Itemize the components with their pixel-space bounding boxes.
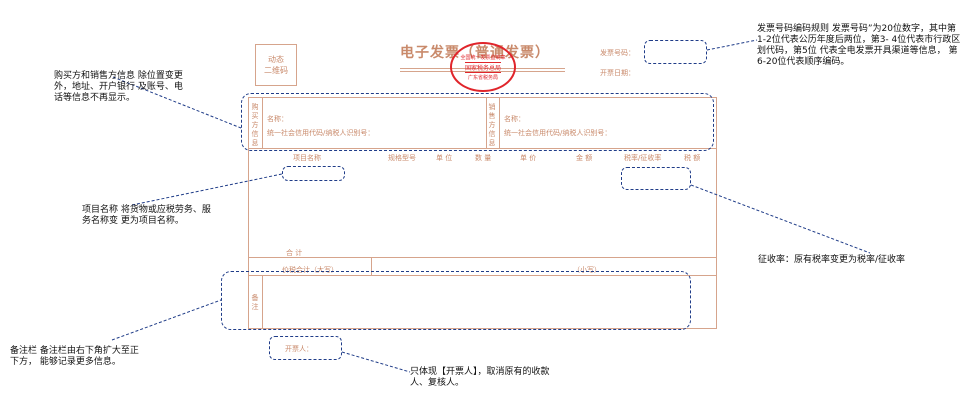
stamp-text-bottom: 广东省税务局 [467,74,498,81]
annotation-issuer: 只体现【开票人】，取消原有的收款人、复核人。 [410,367,550,388]
stamp-text-middle: 国家税务总局 [464,61,501,73]
remarks-row-top [248,275,717,276]
stamp-text-top: 全国统一发票监制章 [460,54,506,61]
invoice-date-label: 开票日期： [600,69,635,77]
qr-code-box: 动态 二维码 [255,44,297,86]
total-small-label: （小写） [573,266,601,274]
remarks-vertical-sep [262,275,263,329]
seller-name-label: 名称： [504,115,525,123]
seller-section-label: 销售方信息 [488,103,496,147]
header-quantity: 数 量 [475,154,492,162]
total-in-words-label: 价税合计（大写） [282,266,338,274]
connector-buyer-seller [112,76,242,129]
buyer-seller-divider-bottom [248,148,717,149]
connector-tax-rate [690,184,871,254]
annotation-remarks: 备注栏 备注栏由右下角扩大至正下方， 能够记录更多信息。 [10,346,139,367]
header-unit: 单 位 [436,154,453,162]
header-spec: 规格型号 [388,154,416,162]
qr-label-2: 二维码 [264,66,288,75]
issuer-label: 开票人： [285,345,313,353]
seller-vertical-sep [499,97,500,148]
header-unit-price: 单 价 [520,154,537,162]
connector-remarks [111,299,222,341]
connector-issuer [341,351,411,373]
highlight-item-name [282,166,345,181]
remarks-label: 备注 [251,294,259,311]
official-stamp: 全国统一发票监制章 国家税务总局 广东省税务局 [450,42,516,92]
header-tax-rate: 税率/征收率 [624,154,662,162]
header-amount: 金 额 [576,154,593,162]
annotation-tax-rate: 征收率：原有税率变更为税率/征收率 [758,255,906,265]
buyer-name-label: 名称： [267,115,288,123]
highlight-remarks [221,271,691,330]
invoice-number-label: 发票号码： [600,49,635,57]
highlight-issuer [269,336,342,360]
highlight-buyer-seller [241,93,714,151]
highlight-invoice-number [644,40,707,64]
total-label: 合 计 [286,249,303,257]
buyer-section-label: 购买方信息 [251,103,259,147]
qr-label-1: 动态 [268,55,284,64]
highlight-tax-rate [621,167,691,190]
buyer-taxid-label: 统一社会信用代码/纳税人识别号： [267,129,375,137]
header-item-name: 项目名称 [293,154,321,162]
invoice-table [248,97,717,329]
connector-invoice-number [706,39,758,51]
total-row-top [248,257,717,258]
annotation-item-name: 项目名称 将货物或应税劳务、服务名称变 更为项目名称。 [82,205,211,226]
annotation-invoice-number: 发票号码编码规则 发票号码”为20位数字，其中第 1-2位代表公历年度后两位，第… [757,24,961,67]
buyer-vertical-sep [262,97,263,148]
buyer-seller-sep [486,97,487,148]
header-tax-amount: 税 额 [684,154,701,162]
connector-item-name [131,173,283,206]
seller-taxid-label: 统一社会信用代码/纳税人识别号： [504,129,612,137]
total-words-sep [371,257,372,275]
annotation-buyer-seller: 购买方和销售方信息 除位置变更外，地址、开户银行 及账号、电话等信息不再显示。 [54,71,183,103]
